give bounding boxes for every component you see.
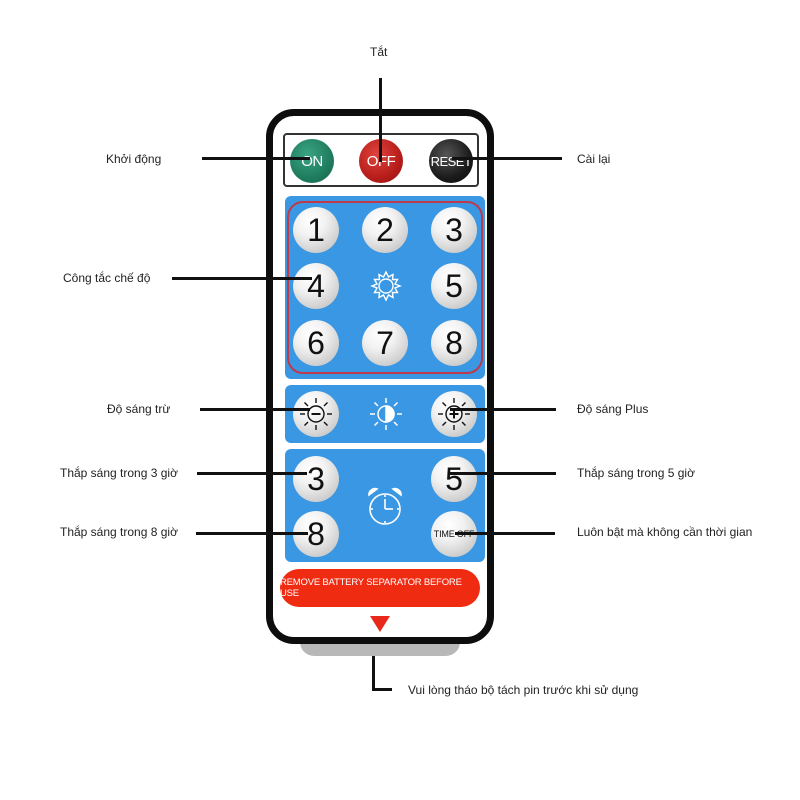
contrast-sun-icon bbox=[370, 398, 402, 430]
label-brightness-plus: Độ sáng Plus bbox=[577, 402, 649, 416]
gear-sun-icon bbox=[370, 270, 402, 302]
callout-line-separator-v bbox=[372, 656, 375, 690]
callout-line-always-on bbox=[455, 532, 555, 535]
mode-frame bbox=[287, 201, 483, 374]
callout-line-brightness-minus bbox=[200, 408, 310, 411]
callout-line-separator-h bbox=[372, 688, 392, 691]
key-label: 2 bbox=[376, 211, 394, 248]
mode-key-4[interactable]: 4 bbox=[293, 263, 339, 309]
mode-panel: 1 2 3 4 5 6 7 8 bbox=[285, 196, 485, 379]
callout-line-on bbox=[202, 157, 310, 160]
on-button-label: ON bbox=[301, 152, 323, 170]
key-label: TIME OFF bbox=[433, 529, 475, 539]
mode-key-1[interactable]: 1 bbox=[293, 207, 339, 253]
key-label: 4 bbox=[307, 267, 325, 304]
mode-key-3[interactable]: 3 bbox=[431, 207, 477, 253]
callout-line-reset bbox=[452, 157, 562, 160]
reset-button-label: RESET bbox=[430, 153, 472, 169]
label-always-on: Luôn bật mà không cần thời gian bbox=[577, 525, 753, 539]
key-label: 8 bbox=[445, 324, 463, 361]
callout-line-5h bbox=[450, 472, 556, 475]
timer-3h-button[interactable]: 3 bbox=[293, 456, 339, 502]
key-label: 6 bbox=[307, 324, 325, 361]
arrow-down-icon bbox=[370, 616, 390, 632]
mode-key-2[interactable]: 2 bbox=[362, 207, 408, 253]
label-light-8h: Thắp sáng trong 8 giờ bbox=[60, 525, 178, 539]
key-label: 3 bbox=[445, 211, 463, 248]
callout-line-off bbox=[379, 78, 382, 162]
label-on: Khởi động bbox=[106, 152, 162, 166]
key-label: 1 bbox=[307, 211, 325, 248]
banner-text: REMOVE BATTERY SEPARATOR BEFORE USE bbox=[280, 577, 462, 599]
label-brightness-minus: Độ sáng trừ bbox=[107, 402, 171, 416]
alarm-clock-icon bbox=[368, 487, 402, 525]
timer-5h-button[interactable]: 5 bbox=[431, 456, 477, 502]
timer-panel: 3 5 8 TIME OFF bbox=[285, 449, 485, 562]
brightness-panel bbox=[285, 385, 485, 443]
key-label: 5 bbox=[445, 267, 463, 304]
remote-control: ON OFF RESET 1 2 3 4 5 6 7 8 bbox=[266, 109, 494, 644]
callout-line-3h bbox=[197, 472, 307, 475]
callout-line-mode bbox=[172, 277, 312, 280]
label-mode-switch: Công tắc chế độ bbox=[63, 271, 151, 285]
on-button[interactable]: ON bbox=[290, 139, 334, 183]
key-label: 8 bbox=[307, 515, 325, 552]
label-reset: Cài lại bbox=[577, 152, 611, 166]
brightness-plus-icon bbox=[438, 398, 470, 430]
brightness-plus-button[interactable] bbox=[431, 391, 477, 437]
reset-button[interactable]: RESET bbox=[429, 139, 473, 183]
brightness-minus-button[interactable] bbox=[293, 391, 339, 437]
mode-key-6[interactable]: 6 bbox=[293, 320, 339, 366]
mode-key-5[interactable]: 5 bbox=[431, 263, 477, 309]
remove-separator-banner: REMOVE BATTERY SEPARATOR BEFORE USE bbox=[280, 569, 480, 607]
label-light-3h: Thắp sáng trong 3 giờ bbox=[60, 466, 178, 480]
time-off-button[interactable]: TIME OFF bbox=[431, 511, 477, 557]
callout-line-8h bbox=[196, 532, 308, 535]
label-off: Tắt bbox=[370, 45, 388, 59]
key-label: 5 bbox=[445, 460, 463, 497]
callout-line-brightness-plus bbox=[450, 408, 556, 411]
key-label: 7 bbox=[376, 324, 394, 361]
label-light-5h: Thắp sáng trong 5 giờ bbox=[577, 466, 695, 480]
brightness-minus-icon bbox=[300, 398, 332, 430]
mode-key-8[interactable]: 8 bbox=[431, 320, 477, 366]
label-remove-separator: Vui lòng tháo bộ tách pin trước khi sử d… bbox=[408, 683, 639, 697]
mode-key-7[interactable]: 7 bbox=[362, 320, 408, 366]
key-label: 3 bbox=[307, 460, 325, 497]
